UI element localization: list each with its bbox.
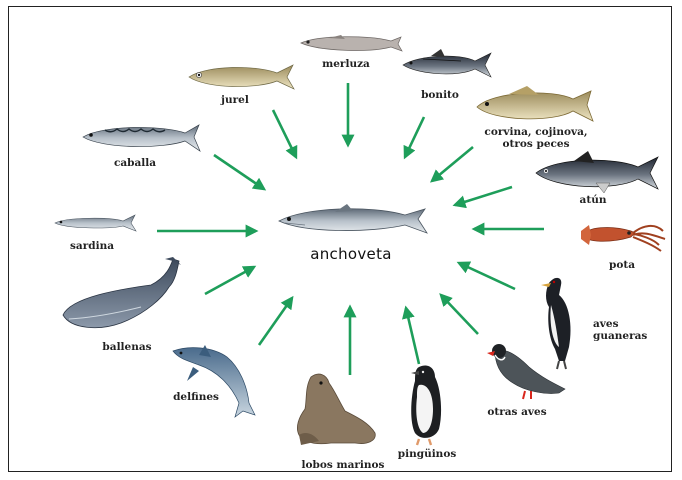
- dolphin-icon: [173, 345, 255, 417]
- jack-mackerel-fish-icon: [189, 65, 294, 89]
- tern-bird-icon: [487, 344, 565, 399]
- cormorant-bird-icon: [541, 278, 571, 369]
- arrow-aves-guaneras: [459, 263, 515, 289]
- arrow-caballa: [214, 155, 264, 189]
- whale-icon: [63, 257, 181, 328]
- label-corvina: corvina, cojinova, otros peces: [484, 126, 587, 150]
- label-lobos-marinos: lobos marinos: [302, 459, 385, 471]
- arrow-otras-aves: [441, 295, 478, 334]
- mackerel-fish-icon: [83, 125, 200, 151]
- label-delfines: delfines: [173, 391, 219, 403]
- label-pinguinos: pingüinos: [398, 448, 456, 460]
- label-bonito: bonito: [421, 89, 459, 101]
- center-label: anchoveta: [310, 245, 392, 263]
- label-otras-aves: otras aves: [487, 406, 546, 418]
- label-pota: pota: [609, 259, 635, 271]
- label-merluza: merluza: [322, 58, 370, 70]
- diagram-frame: anchoveta merluza jurel bonito caballa c…: [8, 6, 672, 472]
- arrow-bonito: [405, 117, 424, 157]
- penguin-icon: [411, 365, 441, 445]
- tuna-fish-icon: [536, 151, 658, 193]
- sea-lion-icon: [297, 374, 375, 445]
- arrow-corvina: [432, 147, 473, 181]
- label-sardina: sardina: [70, 240, 114, 252]
- corvina-fish-icon: [477, 86, 593, 121]
- label-ballenas: ballenas: [102, 341, 151, 353]
- label-caballa: caballa: [114, 157, 156, 169]
- bonito-fish-icon: [403, 49, 491, 77]
- label-jurel: jurel: [221, 94, 249, 106]
- arrow-atun: [455, 187, 512, 205]
- arrow-pinguinos: [406, 308, 419, 364]
- sardine-fish-icon: [55, 215, 136, 231]
- arrow-delfines: [259, 298, 292, 345]
- label-atun: atún: [580, 194, 607, 206]
- hake-fish-icon: [301, 35, 402, 51]
- arrow-ballenas: [205, 267, 254, 294]
- anchovy-icon: [279, 204, 427, 233]
- squid-icon: [581, 225, 665, 251]
- label-aves-guaneras: aves guaneras: [593, 318, 647, 342]
- arrow-jurel: [273, 110, 296, 157]
